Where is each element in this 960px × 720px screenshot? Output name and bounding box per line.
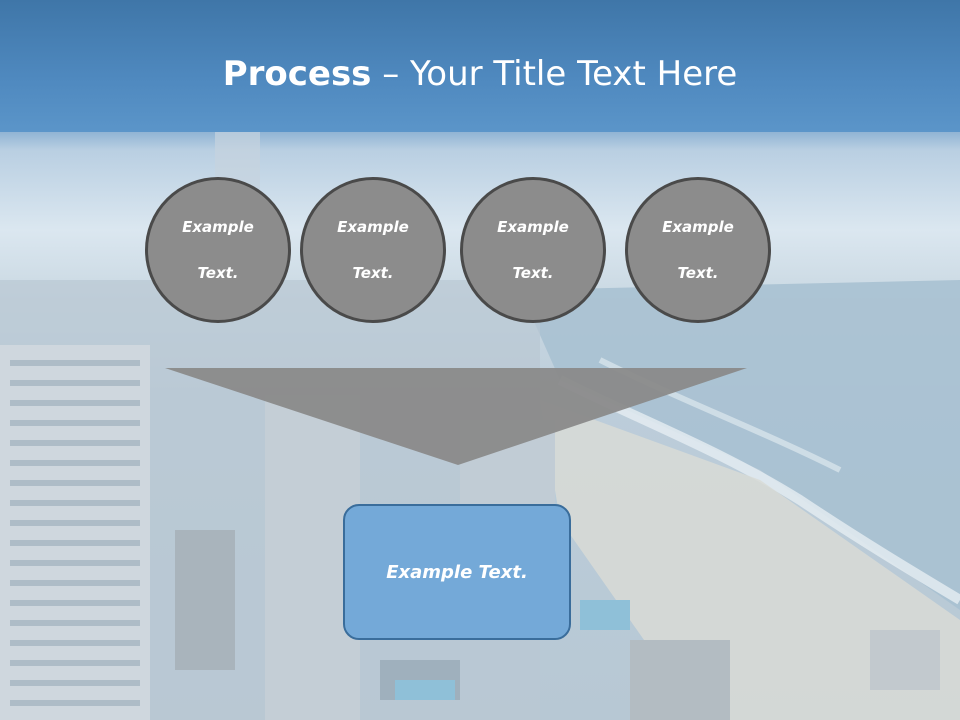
step-4-line1: Example xyxy=(662,217,734,236)
slide-title: Process – Your Title Text Here xyxy=(0,52,960,96)
funnel-triangle xyxy=(165,368,747,465)
result-text: Example Text. xyxy=(386,561,528,583)
step-1-line2: Text. xyxy=(197,263,239,282)
step-1-line1: Example xyxy=(182,217,254,236)
step-3-line2: Text. xyxy=(512,263,554,282)
title-bold: Process xyxy=(222,54,372,94)
step-2-line2: Text. xyxy=(352,263,394,282)
step-3-line1: Example xyxy=(497,217,569,236)
result-box[interactable]: Example Text. xyxy=(343,504,571,640)
title-band xyxy=(0,0,960,132)
step-4-line2: Text. xyxy=(677,263,719,282)
title-rest: – Your Title Text Here xyxy=(371,54,738,94)
step-2-line1: Example xyxy=(337,217,409,236)
